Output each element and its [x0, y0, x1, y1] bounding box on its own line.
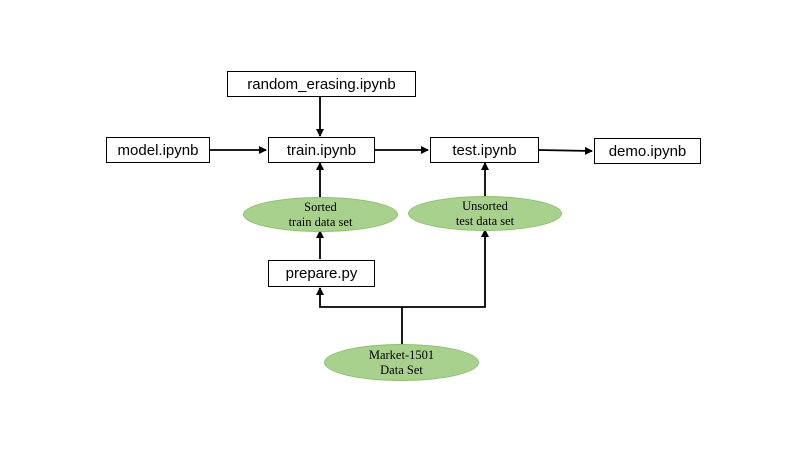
node-random-erasing-label: random_erasing.ipynb: [247, 75, 396, 93]
node-sorted-train-data-set: Sorted train data set: [243, 197, 398, 232]
node-test: test.ipynb: [430, 137, 539, 163]
node-demo: demo.ipynb: [594, 138, 701, 164]
node-market-1501-data-set: Market-1501 Data Set: [324, 344, 479, 381]
node-train-label: train.ipynb: [286, 141, 357, 159]
market-line-1: Market-1501: [368, 347, 435, 362]
edge-market-to-unsorted-test: [402, 229, 489, 308]
node-model: model.ipynb: [106, 137, 210, 163]
market-line-2: Data Set: [380, 362, 423, 377]
node-model-label: model.ipynb: [117, 141, 199, 159]
node-prepare-label: prepare.py: [285, 265, 358, 282]
unsorted-test-line-1: Unsorted: [462, 198, 508, 213]
node-demo-label: demo.ipynb: [608, 142, 687, 160]
unsorted-test-line-2: test data set: [455, 213, 515, 228]
node-unsorted-test-data-set: Unsorted test data set: [408, 196, 562, 231]
node-random-erasing: random_erasing.ipynb: [227, 71, 416, 97]
node-test-label: test.ipynb: [452, 141, 517, 159]
edge-test-to-demo: [538, 146, 593, 155]
sorted-train-line-2: train data set: [288, 214, 353, 229]
node-train: train.ipynb: [268, 137, 375, 163]
node-prepare: prepare.py: [268, 260, 375, 287]
sorted-train-line-1: Sorted: [304, 199, 337, 214]
edge-market-to-prepare: [316, 287, 403, 344]
